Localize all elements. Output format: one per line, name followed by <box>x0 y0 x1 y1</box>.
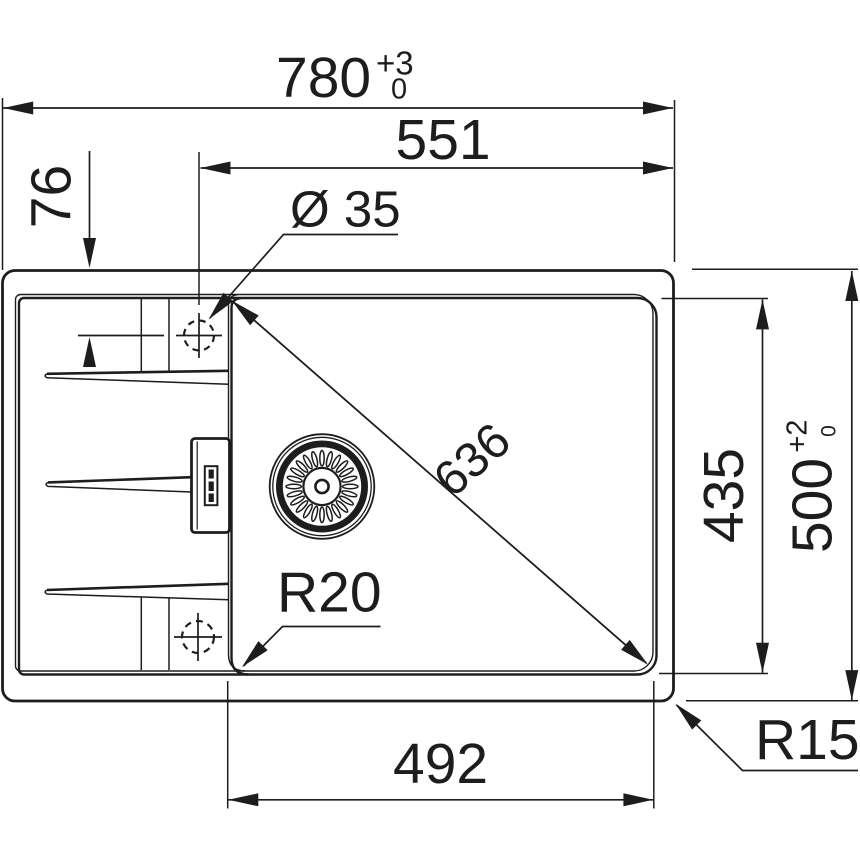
svg-text:R20: R20 <box>277 561 382 625</box>
svg-text:500: 500 <box>781 458 845 553</box>
svg-text:0: 0 <box>391 74 407 106</box>
svg-text:+2: +2 <box>782 420 814 453</box>
svg-text:Ø 35: Ø 35 <box>290 181 401 238</box>
svg-text:492: 492 <box>393 732 488 796</box>
svg-text:0: 0 <box>818 425 841 437</box>
svg-text:+3: +3 <box>376 45 414 82</box>
svg-text:435: 435 <box>692 448 756 543</box>
svg-text:R15: R15 <box>755 708 860 772</box>
svg-text:780: 780 <box>276 46 371 110</box>
svg-text:551: 551 <box>396 108 491 172</box>
svg-text:76: 76 <box>20 165 84 228</box>
